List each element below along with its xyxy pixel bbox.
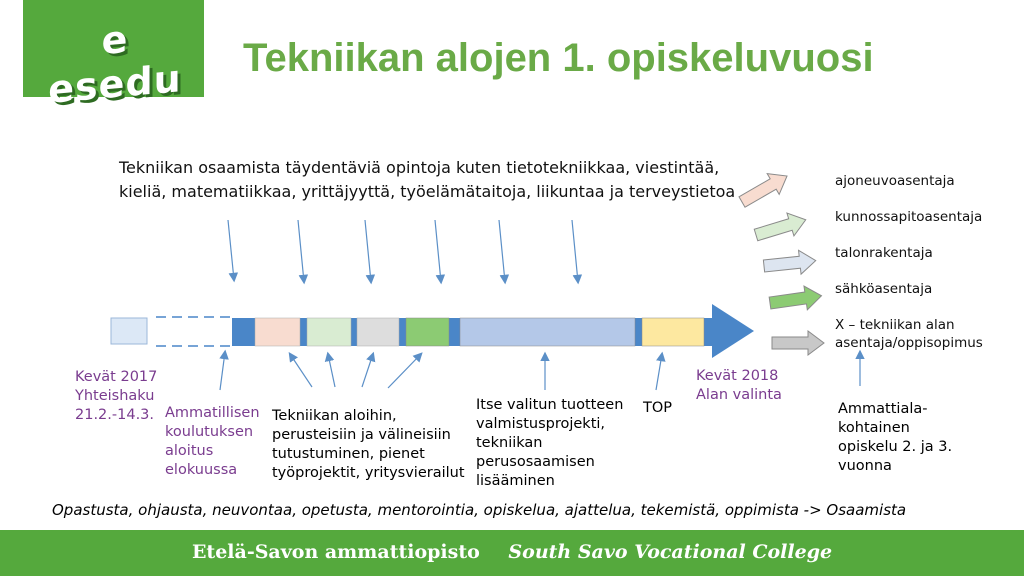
career-arrow-5 <box>771 330 825 356</box>
ammatillisen-line4: elokuussa <box>165 462 238 478</box>
kevat2018-line1: Kevät 2018 <box>696 368 779 384</box>
tekniikan-aloihin-line4: työprojektit, yritysvierailut <box>272 465 465 481</box>
segment-1 <box>254 317 301 347</box>
kevat2018-line2: Alan valinta <box>696 387 782 403</box>
career-label-5b: asentaja/oppisopimus <box>835 335 983 351</box>
segment-3 <box>356 317 400 347</box>
career-arrow-2 <box>753 212 807 242</box>
career-arrow-4 <box>768 285 823 311</box>
ammattiala-line2: kohtainen <box>838 420 910 436</box>
down-arrow-6 <box>571 219 583 285</box>
segment-2 <box>306 317 352 347</box>
kevat2017-line3: 21.2.-14.3. <box>75 407 155 423</box>
up-arrow-c <box>361 351 376 388</box>
tekniikan-aloihin-line3: tutustuminen, pienet <box>272 446 425 462</box>
label-tekniikan-aloihin: Tekniikan aloihin, perusteisiin ja välin… <box>272 407 465 483</box>
itse-valitun-line2: valmistusprojekti, <box>476 416 606 432</box>
ammattiala-line1: Ammattiala- <box>838 401 928 417</box>
logo-block <box>23 0 204 97</box>
page-title: Tekniikan alojen 1. opiskeluvuosi <box>243 36 874 80</box>
career-label-5: X – tekniikan alan <box>835 317 955 333</box>
label-kevat-2017: Kevät 2017 Yhteishaku 21.2.-14.3. <box>75 368 157 425</box>
career-label-1: ajoneuvoasentaja <box>835 173 955 189</box>
ammatillisen-line1: Ammatillisen <box>165 405 260 421</box>
career-arrow-1 <box>738 172 788 208</box>
label-ammattiala: Ammattiala- kohtainen opiskelu 2. ja 3. … <box>838 400 952 476</box>
career-label-2: kunnossapitoasentaja <box>835 209 983 225</box>
application-period-box <box>110 317 148 345</box>
segment-4 <box>405 317 450 347</box>
segment-top <box>641 317 705 347</box>
itse-valitun-line5: lisääminen <box>476 473 555 489</box>
itse-valitun-line3: tekniikan <box>476 435 543 451</box>
footer-text: Etelä-Savon ammattiopisto South Savo Voc… <box>0 541 1024 563</box>
footer-bar <box>0 530 1024 576</box>
ammattiala-line3: opiskelu 2. ja 3. <box>838 439 953 455</box>
career-arrow-3 <box>762 249 817 276</box>
ammatillisen-line3: aloitus <box>165 443 214 459</box>
down-arrow-2 <box>297 219 309 285</box>
up-arrow-b <box>324 351 336 388</box>
label-kevat-2018: Kevät 2018 Alan valinta <box>696 367 782 405</box>
up-arrow-start <box>219 349 229 391</box>
label-top: TOP <box>643 400 673 416</box>
segment-project <box>459 317 636 347</box>
supplementary-studies-line1: Tekniikan osaamista täydentäviä opintoja… <box>119 158 720 177</box>
career-label-3: talonrakentaja <box>835 245 933 261</box>
down-arrow-5 <box>498 219 510 285</box>
up-arrow-a <box>288 352 313 388</box>
down-arrow-3 <box>364 219 376 285</box>
label-itse-valitun: Itse valitun tuotteen valmistusprojekti,… <box>476 396 623 491</box>
tekniikan-aloihin-line1: Tekniikan aloihin, <box>272 408 397 424</box>
kevat2017-line1: Kevät 2017 <box>75 369 158 385</box>
supplementary-studies-line2: kieliä, matematiikkaa, yrittäjyyttä, työ… <box>119 182 736 201</box>
down-arrow-1 <box>227 219 239 283</box>
footer-en: South Savo Vocational College <box>508 541 833 563</box>
tekniikan-aloihin-line2: perusteisiin ja välineisiin <box>272 427 451 443</box>
ammatillisen-line2: koulutuksen <box>165 424 254 440</box>
label-ammatillisen: Ammatillisen koulutuksen aloitus elokuus… <box>165 404 260 480</box>
kevat2017-line2: Yhteishaku <box>75 388 155 404</box>
footer-fi: Etelä-Savon ammattiopisto <box>191 541 480 563</box>
itse-valitun-line4: perusosaamisen <box>476 454 595 470</box>
up-arrow-top <box>655 351 666 391</box>
ammattiala-line4: vuonna <box>838 458 892 474</box>
footnote: Opastusta, ohjausta, neuvontaa, opetusta… <box>52 501 907 519</box>
itse-valitun-line1: Itse valitun tuotteen <box>476 397 624 413</box>
down-arrow-4 <box>434 219 446 285</box>
up-arrow-d <box>387 352 423 389</box>
career-label-4: sähköasentaja <box>835 281 933 297</box>
